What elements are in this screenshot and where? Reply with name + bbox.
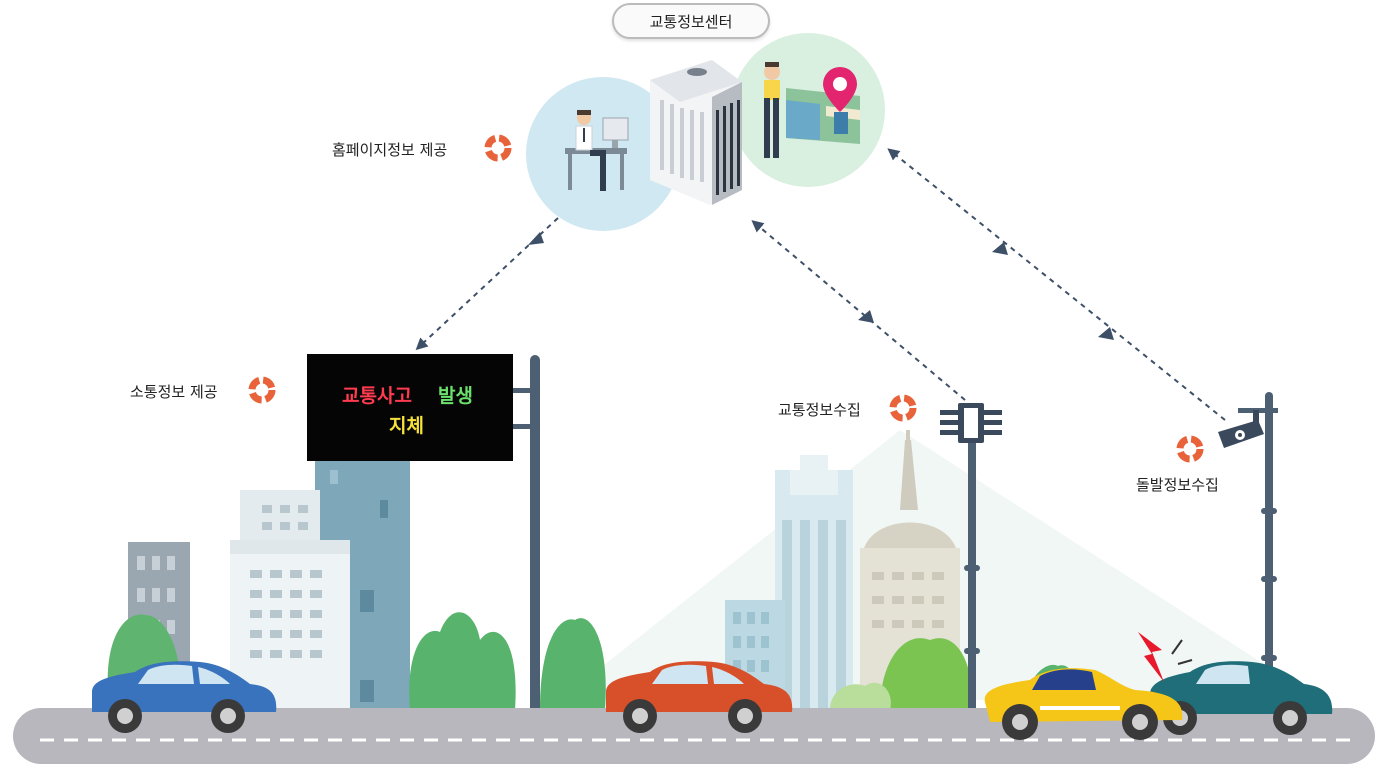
- traffic-detector-pole: [940, 403, 1002, 712]
- collision-lightning-icon: [1138, 632, 1164, 682]
- traffic-center-title: 교통정보센터: [612, 3, 770, 39]
- yellow-car-icon: [984, 668, 1183, 740]
- incident-collect-label: 돌발정보수집: [1136, 476, 1219, 494]
- incident-ring-icon: [1176, 435, 1204, 463]
- traffic-collect-label: 교통정보수집: [778, 401, 861, 419]
- arrow-cctv-to-center: [887, 148, 1226, 421]
- right-buildings: [725, 430, 1082, 710]
- vms-text-accident: 교통사고: [342, 385, 412, 407]
- left-buildings: [107, 458, 606, 712]
- collect-ring-icon: [889, 394, 917, 422]
- red-car-icon: [606, 661, 793, 733]
- blue-car-icon: [92, 661, 277, 733]
- cctv-camera-icon: [1218, 410, 1264, 448]
- vms-text-congestion: 지체: [389, 415, 424, 437]
- vms-pole: [510, 355, 540, 713]
- homepage-info-label: 홈페이지정보 제공: [332, 141, 448, 159]
- vms-sign-board: [307, 354, 513, 461]
- sotong-ring-icon: [248, 376, 276, 404]
- desk-worker-icon: [565, 110, 629, 191]
- vms-text-occurred: 발생: [438, 385, 473, 407]
- sotong-info-label: 소통정보 제공: [130, 383, 218, 401]
- map-worker-icon: [764, 62, 860, 158]
- homepage-ring-icon: [484, 134, 512, 162]
- traffic-center-building-icon: [650, 60, 742, 205]
- arrow-sensor-to-center: [751, 220, 966, 401]
